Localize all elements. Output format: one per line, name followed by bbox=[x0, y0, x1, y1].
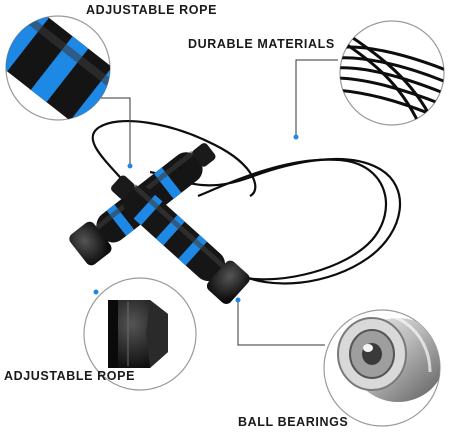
zoom-circle-cable bbox=[339, 20, 445, 126]
callout-dot bbox=[235, 297, 241, 303]
label-adjustable-rope-top: ADJUSTABLE ROPE bbox=[86, 3, 218, 17]
zoom-circle-ball-bearing bbox=[323, 309, 441, 427]
zoom-circle-end-cap bbox=[83, 277, 197, 391]
callout-dot bbox=[293, 134, 299, 140]
callout-dot bbox=[127, 163, 133, 169]
label-adjustable-rope-bottom: ADJUSTABLE ROPE bbox=[4, 369, 136, 383]
callout-dot bbox=[93, 289, 99, 295]
label-ball-bearings: BALL BEARINGS bbox=[238, 415, 349, 429]
label-durable-materials: DURABLE MATERIALS bbox=[188, 37, 335, 51]
zoom-circle-handle-bands bbox=[5, 15, 111, 121]
jump-rope-handle-right bbox=[111, 175, 250, 305]
